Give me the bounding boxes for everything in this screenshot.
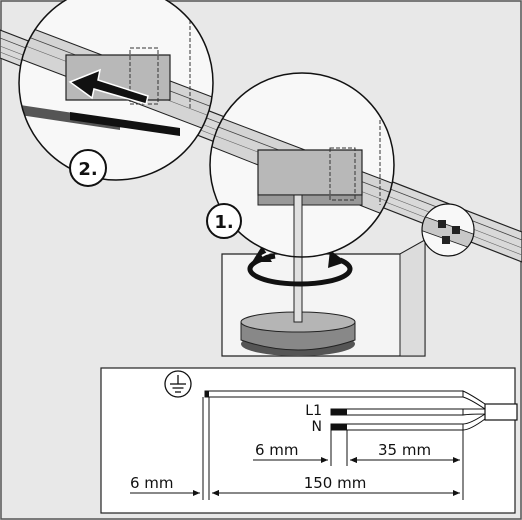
wiring-panel: L1 N 6 mm 35 mm 6 mm 150 mm xyxy=(100,367,518,514)
conductor-strip-dimension: 6 mm xyxy=(255,441,299,459)
step-1-badge: 1. xyxy=(206,203,242,239)
rotate-arrow-icon xyxy=(247,246,353,287)
sheath-strip-dimension: 35 mm xyxy=(378,441,431,459)
step-2-label: 2. xyxy=(78,159,97,180)
earth-strip-dimension: 6 mm xyxy=(130,474,174,492)
live-conductor xyxy=(330,408,486,416)
protective-earth-icon xyxy=(164,370,192,398)
detail-circle-step1 xyxy=(209,72,395,258)
step-1-label: 1. xyxy=(214,212,233,233)
neutral-conductor xyxy=(330,413,486,431)
cable-sheath xyxy=(484,403,518,421)
step-2-badge: 2. xyxy=(69,149,107,187)
earth-conductor xyxy=(204,390,486,410)
rotate-knob xyxy=(240,199,356,356)
neutral-label: N xyxy=(312,419,322,435)
push-arrow-icon xyxy=(68,68,149,105)
connector-detail xyxy=(421,203,475,257)
earth-length-dimension: 150 mm xyxy=(304,474,367,492)
live-label: L1 xyxy=(305,403,322,419)
